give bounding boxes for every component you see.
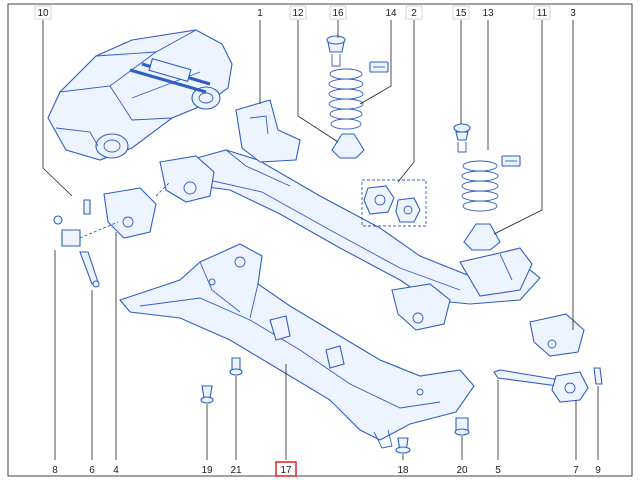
callout-4[interactable]: 4 bbox=[113, 465, 119, 476]
callout-11[interactable]: 11 bbox=[537, 8, 548, 19]
left-bracket bbox=[53, 181, 171, 288]
callout-18[interactable]: 18 bbox=[397, 465, 409, 476]
right-bracket bbox=[493, 313, 603, 403]
callout-16[interactable]: 16 bbox=[332, 8, 344, 19]
highlight-box bbox=[275, 461, 297, 477]
callout-2[interactable]: 2 bbox=[411, 8, 417, 19]
spring-right bbox=[453, 123, 521, 251]
callout-box bbox=[405, 5, 423, 20]
callout-12[interactable]: 12 bbox=[292, 8, 304, 19]
fasteners-bottom bbox=[200, 357, 470, 454]
callout-19[interactable]: 19 bbox=[201, 465, 213, 476]
callout-17[interactable]: 17 bbox=[280, 465, 292, 476]
callout-10[interactable]: 10 bbox=[37, 8, 49, 19]
spring-left bbox=[326, 35, 389, 159]
callout-1[interactable]: 1 bbox=[257, 8, 263, 19]
callout-box bbox=[452, 5, 470, 20]
callout-3[interactable]: 3 bbox=[570, 8, 576, 19]
subframe bbox=[119, 243, 475, 449]
diagram-frame bbox=[7, 3, 633, 477]
bushing-kit bbox=[361, 179, 427, 227]
callout-box bbox=[533, 5, 551, 20]
callout-box bbox=[329, 5, 347, 20]
callout-box bbox=[34, 5, 52, 20]
leader-lines bbox=[42, 20, 599, 460]
callout-7[interactable]: 7 bbox=[573, 465, 579, 476]
callouts-top: 10 1 12 16 14 2 15 13 11 3 bbox=[34, 5, 576, 20]
callout-6[interactable]: 6 bbox=[89, 465, 95, 476]
callout-8[interactable]: 8 bbox=[52, 465, 58, 476]
callout-21[interactable]: 21 bbox=[230, 465, 242, 476]
callout-13[interactable]: 13 bbox=[482, 8, 494, 19]
callout-20[interactable]: 20 bbox=[456, 465, 468, 476]
callout-9[interactable]: 9 bbox=[595, 465, 601, 476]
callout-5[interactable]: 5 bbox=[495, 465, 501, 476]
callouts-bottom: 8 6 4 19 21 17 18 20 5 7 9 bbox=[52, 461, 601, 477]
callout-14[interactable]: 14 bbox=[385, 8, 397, 19]
callout-15[interactable]: 15 bbox=[455, 8, 467, 19]
callout-box bbox=[289, 5, 307, 20]
rear-axle-beam bbox=[159, 99, 541, 331]
car-illustration bbox=[47, 29, 233, 161]
